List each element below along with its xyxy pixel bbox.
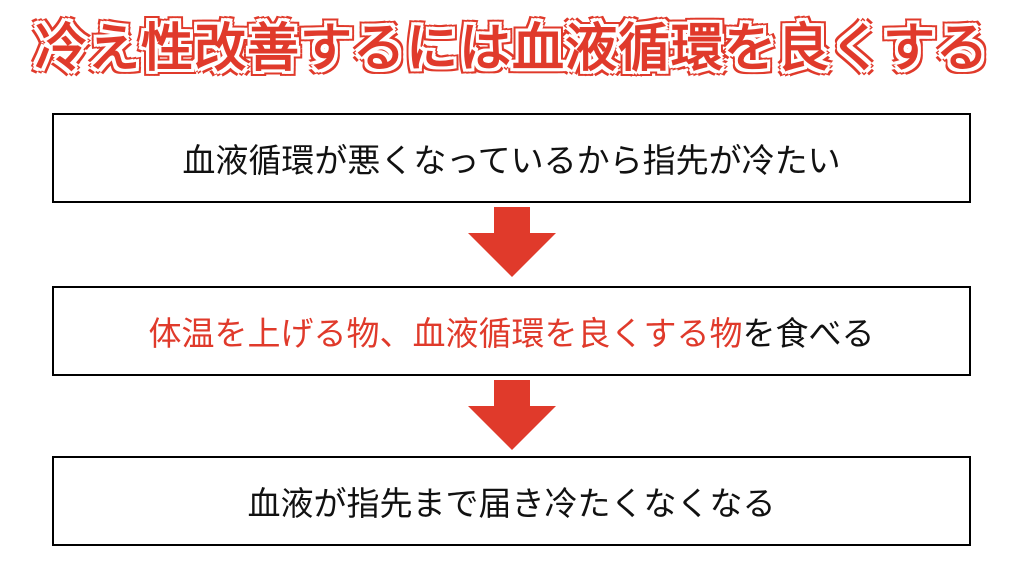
- down-arrow-icon: [468, 380, 556, 450]
- step-box-2: 体温を上げる物、血液循環を良くする物を食べる: [52, 286, 971, 376]
- step-2-comma: 、: [379, 314, 413, 353]
- down-arrow-icon: [468, 207, 556, 277]
- step-2-highlight-2: 血液循環を良くする物: [412, 314, 743, 353]
- step-2-highlight-1: 体温を上げる物: [148, 314, 380, 353]
- page-title: 冷え性改善するには血液循環を良くする: [34, 19, 989, 79]
- step-box-3: 血液が指先まで届き冷たくなくなる: [52, 456, 971, 546]
- step-2-suffix: を食べる: [742, 314, 875, 353]
- step-3-text: 血液が指先まで届き冷たくなくなる: [247, 484, 776, 523]
- step-box-1: 血液循環が悪くなっているから指先が冷たい: [52, 113, 971, 203]
- step-1-text: 血液循環が悪くなっているから指先が冷たい: [182, 141, 841, 180]
